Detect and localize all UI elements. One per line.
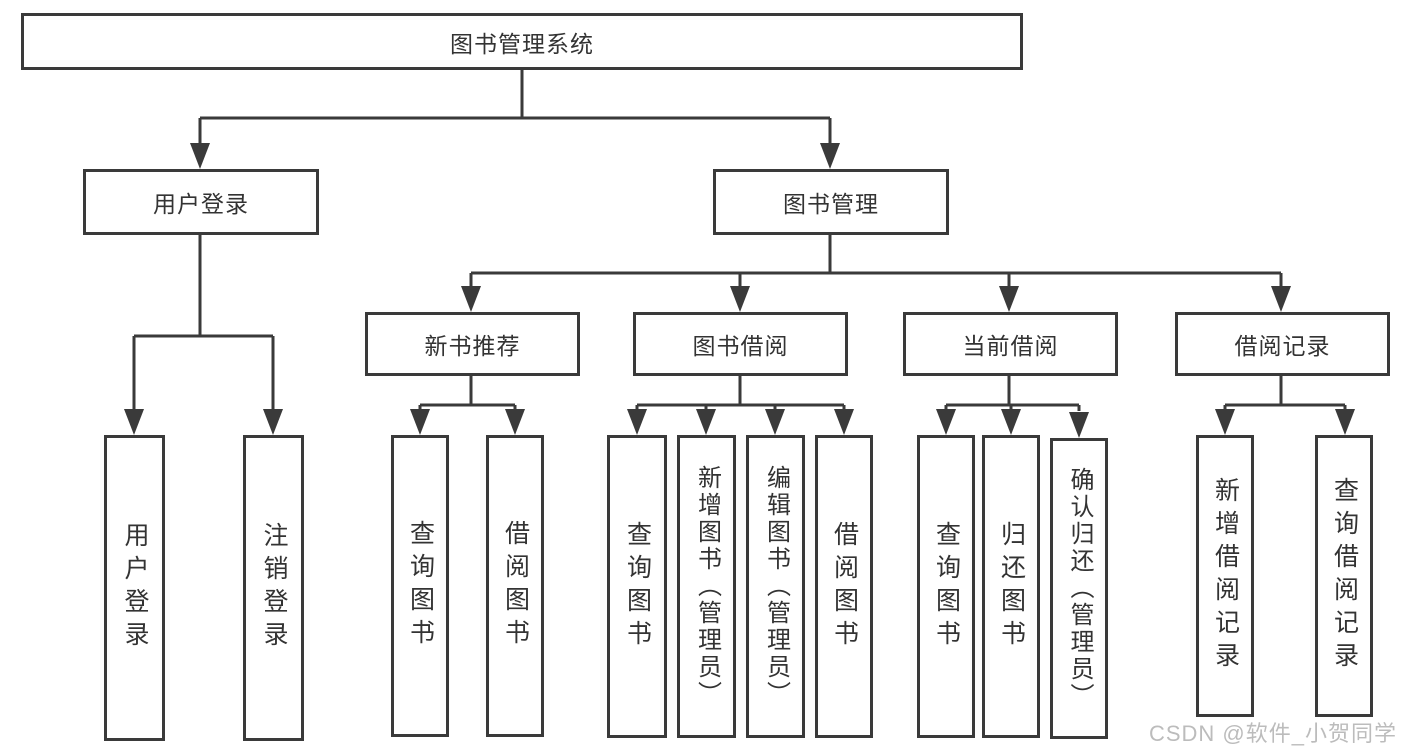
node-library-system-label: 图书管理系统 (450, 30, 594, 57)
leaf-logout: 注销登录 (243, 435, 304, 741)
leaf-confirm-return-admin-label: 确认归还（管理员） (1066, 467, 1093, 710)
leaf-add-books-admin: 新增图书（管理员） (677, 435, 736, 738)
leaf-confirm-return-admin: 确认归还（管理员） (1050, 438, 1108, 739)
node-book-management-label: 图书管理 (783, 191, 879, 217)
leaf-logout-label: 注销登录 (260, 522, 288, 654)
leaf-borrow-books-recommend-label: 借阅图书 (501, 520, 530, 652)
node-current-borrow-label: 当前借阅 (962, 333, 1059, 359)
leaf-query-books-current-label: 查询图书 (932, 520, 961, 653)
leaf-query-borrow-record: 查询借阅记录 (1315, 435, 1373, 717)
node-book-borrow: 图书借阅 (633, 312, 848, 376)
leaf-query-borrow-record-label: 查询借阅记录 (1330, 477, 1359, 675)
node-borrow-records: 借阅记录 (1175, 312, 1390, 376)
leaf-query-books-borrow-label: 查询图书 (623, 520, 652, 653)
leaf-borrow-books: 借阅图书 (815, 435, 873, 738)
leaf-return-books-label: 归还图书 (997, 520, 1026, 653)
leaf-query-books-current: 查询图书 (917, 435, 975, 738)
node-library-system: 图书管理系统 (21, 13, 1023, 70)
leaf-add-borrow-record-label: 新增借阅记录 (1211, 477, 1240, 675)
node-book-borrow-label: 图书借阅 (692, 333, 789, 359)
node-user-login: 用户登录 (83, 169, 319, 235)
leaf-borrow-books-recommend: 借阅图书 (486, 435, 544, 737)
leaf-edit-books-admin-label: 编辑图书（管理员） (762, 465, 790, 708)
node-user-login-label: 用户登录 (153, 191, 249, 217)
leaf-add-books-admin-label: 新增图书（管理员） (693, 465, 721, 708)
leaf-query-books-borrow: 查询图书 (607, 435, 667, 738)
leaf-add-borrow-record: 新增借阅记录 (1196, 435, 1254, 717)
node-new-book-recommend-label: 新书推荐 (424, 333, 521, 359)
leaf-user-login-label: 用户登录 (121, 522, 149, 654)
leaf-query-books-recommend: 查询图书 (391, 435, 449, 737)
node-new-book-recommend: 新书推荐 (365, 312, 580, 376)
watermark: CSDN @软件_小贺同学 (1148, 721, 1397, 746)
leaf-borrow-books-label: 借阅图书 (830, 520, 859, 653)
leaf-return-books: 归还图书 (982, 435, 1040, 738)
node-book-management: 图书管理 (713, 169, 949, 235)
leaf-query-books-recommend-label: 查询图书 (406, 520, 435, 652)
node-borrow-records-label: 借阅记录 (1234, 333, 1331, 359)
node-current-borrow: 当前借阅 (903, 312, 1118, 376)
leaf-user-login: 用户登录 (104, 435, 165, 741)
leaf-edit-books-admin: 编辑图书（管理员） (746, 435, 805, 738)
